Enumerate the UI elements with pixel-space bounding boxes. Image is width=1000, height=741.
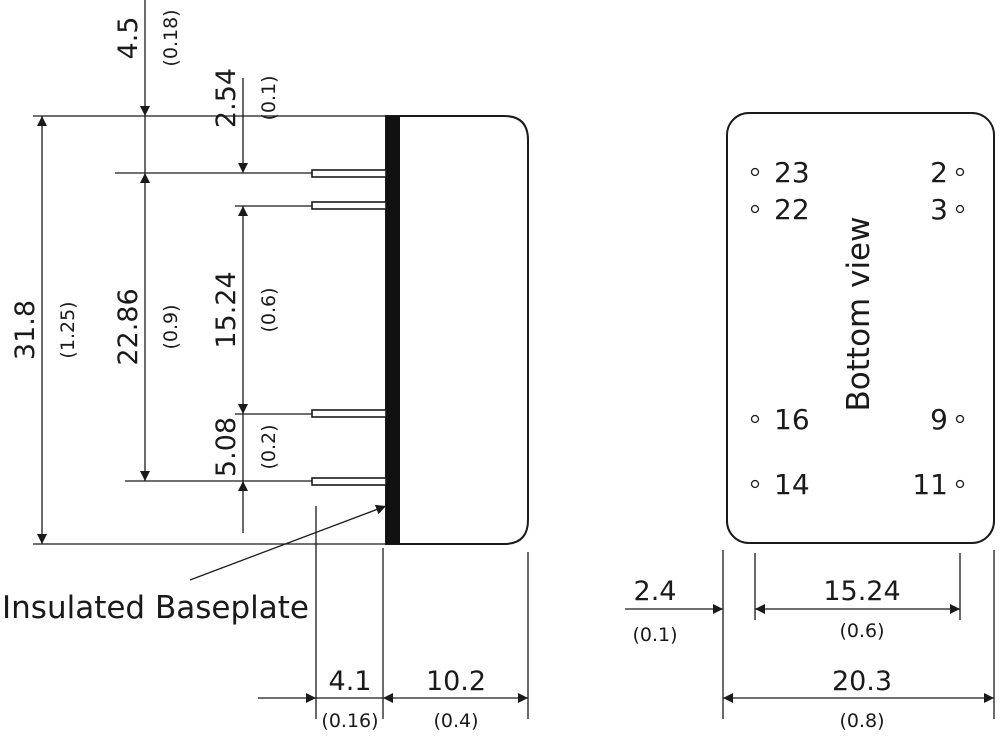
baseplate-leader — [189, 504, 387, 581]
dim-pitch-top-in: (0.1) — [258, 75, 280, 120]
dim-pin-span-in: (0.9) — [160, 304, 182, 349]
dim-width-mm: 20.3 — [832, 666, 892, 697]
pin-label: 11 — [912, 468, 948, 501]
pin-hole — [955, 167, 965, 177]
dim-inner-span-in: (0.6) — [258, 287, 280, 332]
dim-pin-length-in: (0.16) — [321, 710, 378, 732]
dim-pitch-top-mm: 2.54 — [211, 68, 242, 128]
pin-label: 3 — [930, 193, 948, 226]
dim-height-in: (1.25) — [57, 301, 79, 358]
dim-inner-span-mm: 15.24 — [211, 271, 242, 348]
pin-hole — [750, 167, 760, 177]
pin-label: 9 — [930, 403, 948, 436]
dim-pin-length-mm: 4.1 — [329, 666, 372, 697]
dim-row-span-in: (0.6) — [839, 620, 884, 642]
pin-label: 2 — [930, 156, 948, 189]
dim-pitch-bottom-mm: 5.08 — [211, 417, 242, 477]
dim-pin-span-mm: 22.86 — [113, 288, 144, 365]
pin-hole — [750, 479, 760, 489]
dim-edge-offset-in: (0.1) — [632, 624, 677, 646]
pin-hole — [955, 414, 965, 424]
bottom-view-outline — [726, 112, 995, 544]
bottom-view: 23 22 16 14 2 3 9 11 Bottom view 2.4 (0.… — [625, 112, 995, 732]
pin-label: 16 — [774, 403, 810, 436]
pin-label: 23 — [774, 156, 810, 189]
pin-hole — [955, 204, 965, 214]
baseplate-label: Insulated Baseplate — [2, 590, 309, 626]
pin-label: 14 — [774, 468, 810, 501]
pin — [311, 409, 387, 418]
dim-width-in: (0.8) — [839, 710, 884, 732]
dim-pitch-bottom-in: (0.2) — [258, 424, 280, 469]
dim-top-offset-mm: 4.5 — [113, 17, 144, 60]
module-body — [385, 115, 529, 545]
dim-body-depth-in: (0.4) — [433, 710, 478, 732]
dim-edge-offset-mm: 2.4 — [634, 576, 677, 607]
pin-hole — [750, 204, 760, 214]
dim-height-mm: 31.8 — [10, 300, 41, 360]
pin-hole — [955, 479, 965, 489]
pin — [311, 169, 387, 178]
pin-label: 22 — [774, 193, 810, 226]
side-view: 31.8 (1.25) 22.86 (0.9) 4.5 (0.18) 2.54 … — [2, 0, 529, 732]
dim-top-offset-in: (0.18) — [160, 9, 182, 66]
dim-row-span-mm: 15.24 — [823, 576, 900, 607]
bottom-view-label: Bottom view — [841, 217, 877, 412]
dim-body-depth-mm: 10.2 — [426, 666, 486, 697]
insulated-baseplate — [386, 116, 400, 544]
pin-hole — [750, 414, 760, 424]
pin — [311, 477, 387, 486]
pin — [311, 201, 387, 210]
